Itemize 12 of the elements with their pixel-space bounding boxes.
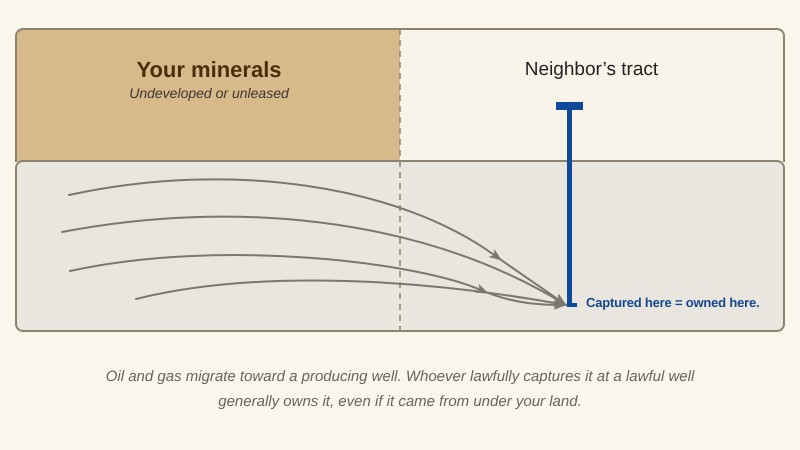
tract-subtitle: Undeveloped or unleased [129,84,289,102]
flow-arrow [68,178,567,306]
reservoir-layer [15,160,785,332]
flow-arrow [135,279,567,308]
neighbor-tract-panel [400,28,785,162]
tract-heading: Neighbor’s tract [524,58,658,82]
flow-arrow [61,216,567,306]
flow-arrow [69,254,567,310]
mineral-tract-panel [15,28,401,162]
well-caption: Captured here = owned here. [586,295,760,311]
caption-text: Oil and gas migrate toward a producing well. Whoever lawfully captures it at a lawful well generally owns it, even if it came from under your land. [104,367,696,412]
tract-heading: Your minerals [136,57,282,83]
